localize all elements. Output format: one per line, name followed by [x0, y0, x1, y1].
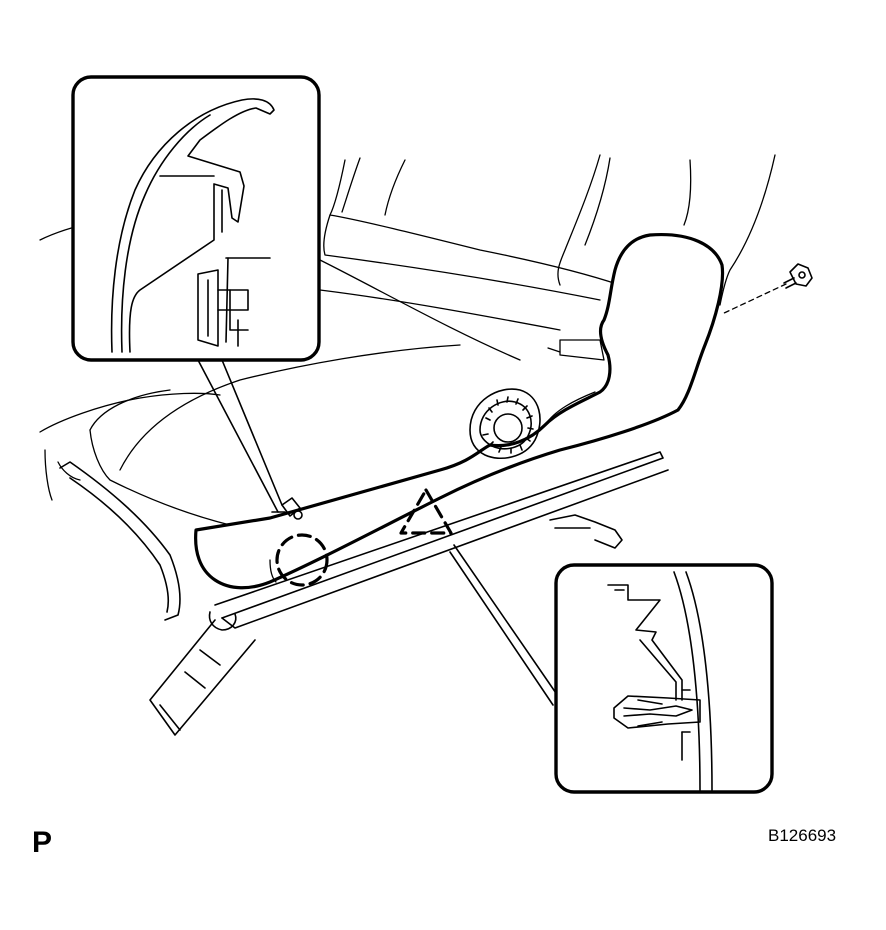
recliner-knob	[469, 388, 541, 459]
screw	[721, 263, 813, 315]
dashed-circle-marker	[275, 533, 329, 587]
seat-rail	[59, 451, 669, 736]
detail-callout-lower	[554, 563, 774, 794]
view-letter: P	[32, 826, 53, 859]
figure-code: B126693	[768, 826, 837, 845]
callout-leaders	[197, 359, 559, 706]
seat-outline	[39, 154, 776, 526]
detail-callout-upper	[71, 75, 321, 362]
seat-cushion-shield	[194, 232, 725, 590]
dashed-triangle-marker	[399, 488, 453, 535]
